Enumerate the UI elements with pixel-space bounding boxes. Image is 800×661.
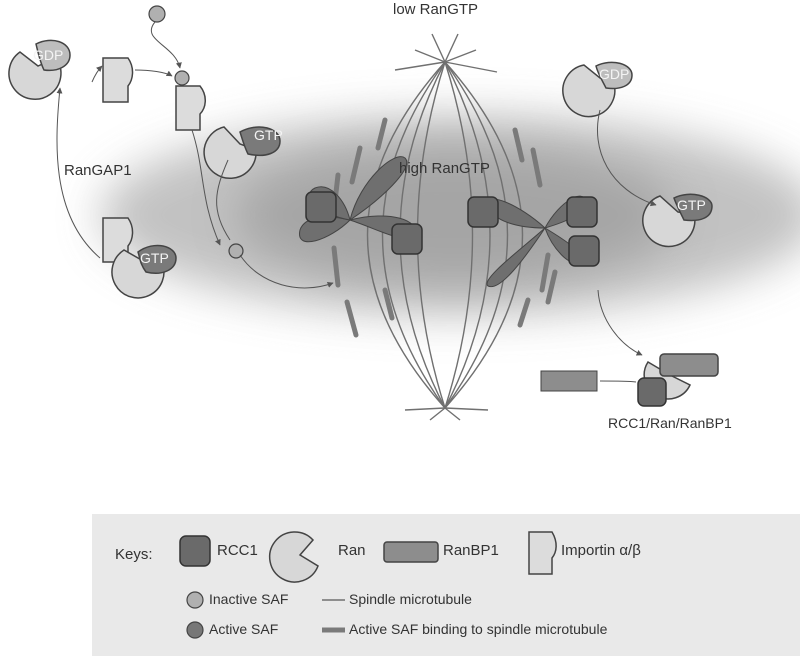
rcc1-ran-ranbp1-complex bbox=[637, 353, 719, 407]
key-ran-label: Ran bbox=[338, 542, 366, 559]
right-chromosome bbox=[486, 195, 586, 288]
key-rcc1-label: RCC1 bbox=[217, 542, 258, 559]
rcc1-box bbox=[305, 191, 337, 223]
gdp-tag-topleft: GDP bbox=[33, 47, 64, 63]
low-rangtp-label: low RanGTP bbox=[393, 1, 479, 18]
reaction-arrows bbox=[56, 21, 657, 383]
ran-gtp-right bbox=[642, 193, 713, 248]
key-inactive-saf-swatch bbox=[186, 591, 204, 609]
gdp-tag-topright: GDP bbox=[599, 66, 630, 82]
high-rangtp-label: high RanGTP bbox=[399, 160, 490, 177]
key-active-saf-swatch bbox=[186, 621, 204, 639]
active-saf-binding-segments bbox=[331, 117, 558, 338]
importin-topleft bbox=[102, 57, 134, 103]
inactive-saf-top bbox=[148, 5, 166, 23]
rcc1-box bbox=[391, 223, 423, 255]
rcc1-box bbox=[467, 196, 499, 228]
ran-gdp-topleft bbox=[8, 39, 71, 100]
complex-label: RCC1/Ran/RanBP1 bbox=[608, 415, 732, 431]
key-ran-swatch bbox=[268, 531, 319, 583]
key-panel bbox=[92, 514, 800, 656]
released-saf bbox=[228, 243, 244, 259]
ranbp1-free bbox=[540, 370, 598, 392]
key-rcc1-swatch bbox=[179, 535, 211, 567]
key-ranbp1-label: RanBP1 bbox=[443, 542, 499, 559]
rcc1-box bbox=[568, 235, 600, 267]
key-active-saf-label: Active SAF bbox=[209, 621, 279, 637]
key-importin-swatch bbox=[528, 531, 557, 575]
gtp-tag-mid: GTP bbox=[254, 127, 283, 143]
rcc1-on-chromosomes bbox=[305, 191, 600, 267]
ran-gtp-mid bbox=[203, 126, 281, 180]
gtp-tag-right: GTP bbox=[677, 197, 706, 213]
key-ranbp1-swatch bbox=[383, 541, 439, 563]
key-saf-binding-label: Active SAF binding to spindle microtubul… bbox=[349, 621, 608, 637]
rcc1-box bbox=[566, 196, 598, 228]
rangap1-label: RanGAP1 bbox=[64, 162, 132, 179]
gtp-tag-bottomleft: GTP bbox=[140, 250, 169, 266]
key-inactive-saf-label: Inactive SAF bbox=[209, 591, 289, 607]
key-spindle-mt-label: Spindle microtubule bbox=[349, 591, 472, 607]
spindle-microtubules bbox=[366, 33, 524, 421]
key-importin-label: Importin α/β bbox=[561, 542, 641, 559]
key-title: Keys: bbox=[115, 546, 153, 563]
ran-gdp-topright bbox=[562, 61, 633, 118]
importin-saf-complex bbox=[174, 70, 206, 131]
importin-ran-gtp-complex bbox=[102, 217, 177, 299]
